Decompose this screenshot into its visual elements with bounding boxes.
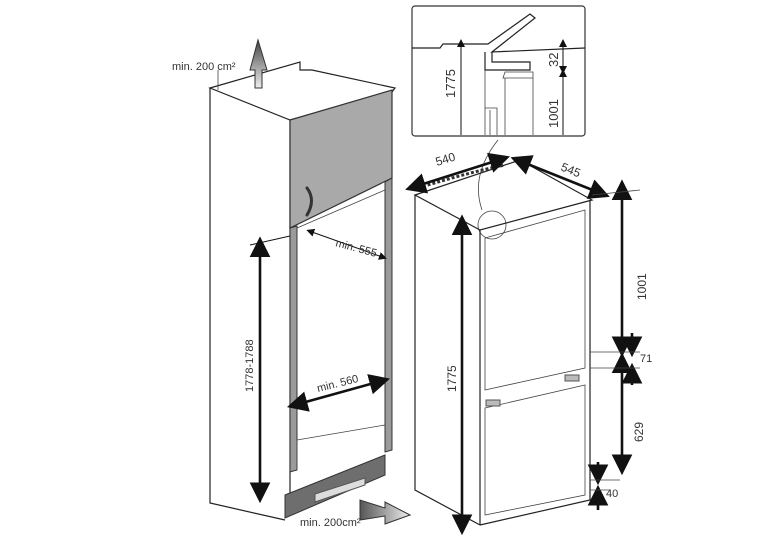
cabinet-width-dimension — [286, 374, 391, 412]
vent-top-label: min. 200 cm² — [172, 61, 236, 73]
detail-inset: 1775 32 1001 — [411, 5, 586, 240]
appliance-height-label: 1775 — [445, 365, 459, 392]
seal-strip — [417, 163, 506, 190]
cabinet-depth-label: min. 555 — [334, 237, 378, 260]
appliance-side — [414, 195, 481, 526]
cabinet-depth-dimension — [306, 228, 387, 260]
appliance-depth-dimension — [510, 155, 610, 199]
appliance-drawing: 540 545 1001 71 629 40 1775 — [405, 150, 652, 536]
cabinet-drawing: min. 200 cm² min. 555 min. 560 1778-1788… — [172, 38, 412, 529]
gap-label: 71 — [640, 353, 652, 365]
plinth-vent-grille — [314, 477, 366, 503]
appliance-width-label: 540 — [434, 150, 458, 169]
upper-door-label: 1001 — [635, 273, 649, 300]
inset-gap-label: 32 — [546, 53, 561, 67]
lower-door-label: 629 — [632, 422, 646, 442]
cabinet-side-panel — [209, 88, 286, 521]
detail-callout-circle — [477, 210, 507, 240]
cabinet-height-label: 1778-1788 — [244, 339, 256, 392]
cabinet-width-label: min. 560 — [316, 373, 360, 395]
vent-in-arrow-icon — [359, 499, 412, 525]
vent-up-arrow-icon — [249, 38, 268, 89]
appliance-width-dimension — [405, 152, 510, 194]
detail-callout-arrow — [478, 139, 499, 211]
upper-door — [484, 209, 586, 391]
lower-door — [484, 384, 586, 516]
cabinet-left-post — [289, 225, 298, 473]
door-handle-icon — [305, 186, 313, 217]
plinth — [284, 454, 386, 519]
bottom-label: 40 — [606, 488, 618, 500]
upper-cabinet-door — [289, 89, 393, 229]
inset-upper-label: 1001 — [546, 99, 561, 128]
vent-bottom-label: min. 200cm² — [300, 517, 361, 529]
inset-height-label: 1775 — [443, 69, 458, 98]
cabinet-right-post — [384, 177, 393, 453]
